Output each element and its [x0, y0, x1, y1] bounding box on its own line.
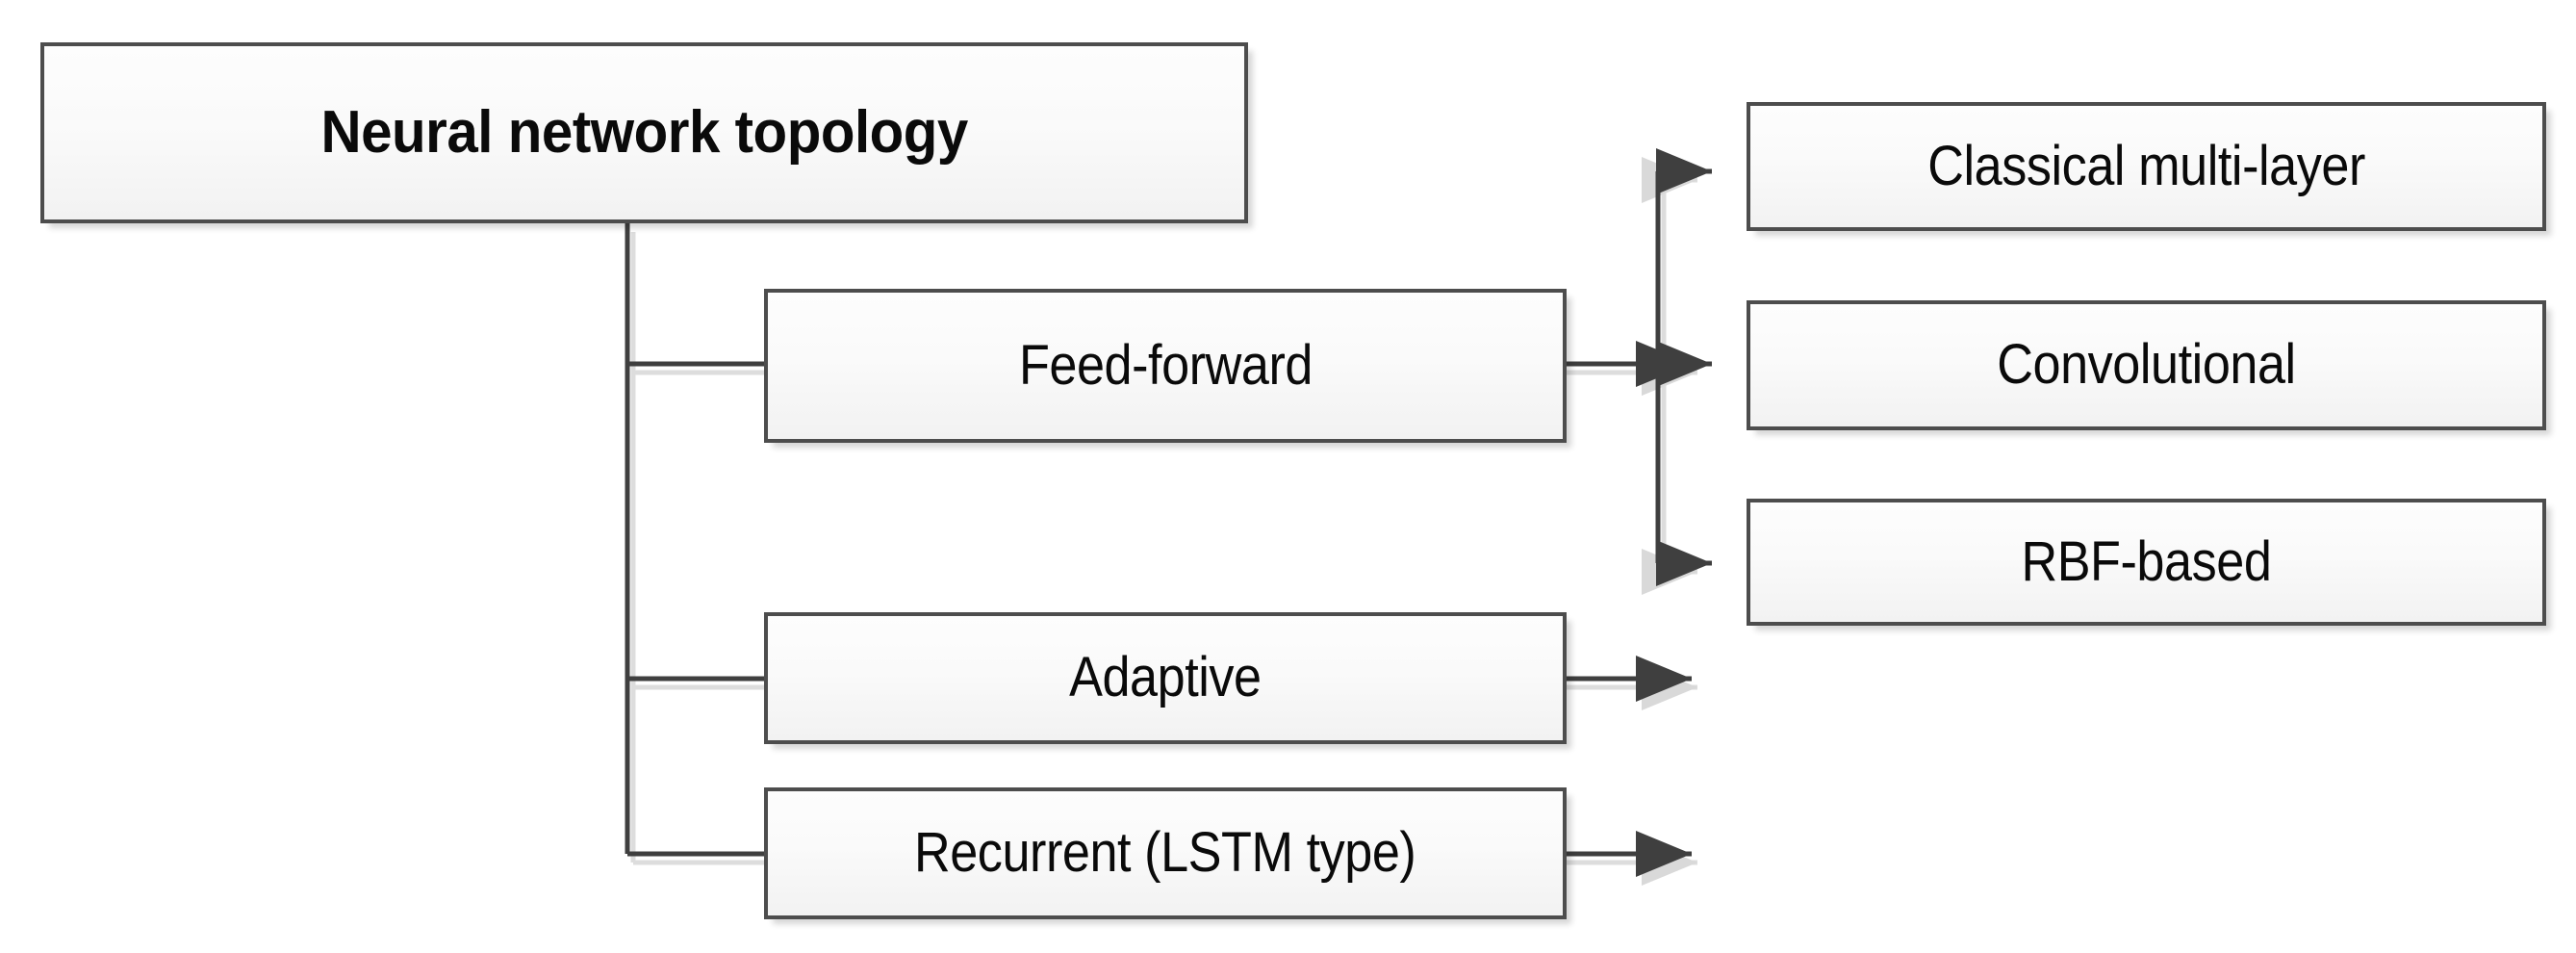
node-rbf-based[interactable]: RBF-based	[1747, 499, 2546, 626]
node-convolutional[interactable]: Convolutional	[1747, 300, 2546, 430]
node-label-feed-forward: Feed-forward	[1018, 333, 1313, 397]
node-classical-multi-layer[interactable]: Classical multi-layer	[1747, 102, 2546, 231]
node-label-classical-multi-layer: Classical multi-layer	[1927, 134, 2365, 197]
node-feed-forward[interactable]: Feed-forward	[764, 289, 1567, 443]
node-adaptive[interactable]: Adaptive	[764, 612, 1567, 744]
node-label-convolutional: Convolutional	[1997, 333, 2296, 397]
node-label-root: Neural network topology	[320, 99, 968, 167]
node-recurrent-lstm-type[interactable]: Recurrent (LSTM type)	[764, 787, 1567, 919]
node-label-rbf-based: RBF-based	[2021, 529, 2272, 593]
node-neural-network-topology[interactable]: Neural network topology	[40, 42, 1248, 223]
node-label-adaptive: Adaptive	[1069, 646, 1262, 709]
node-label-recurrent: Recurrent (LSTM type)	[914, 821, 1416, 885]
